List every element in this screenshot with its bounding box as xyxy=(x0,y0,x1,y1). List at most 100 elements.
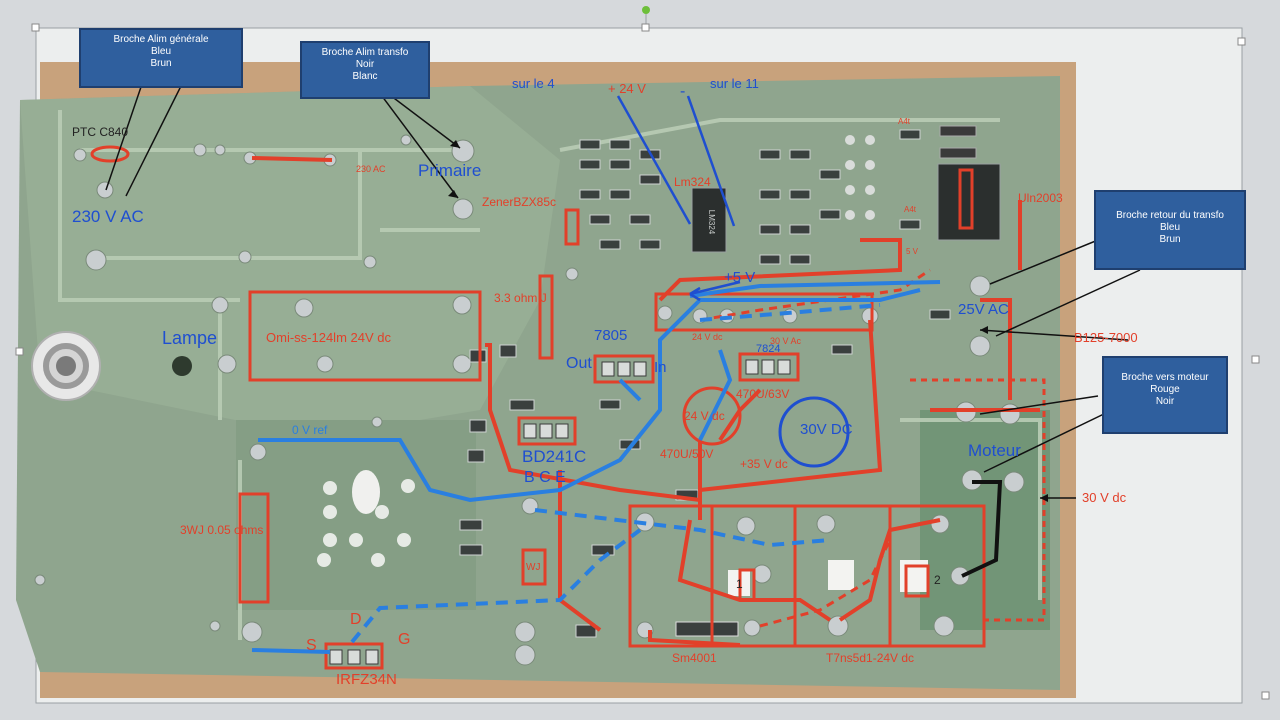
label-24vdc: 24 V dc xyxy=(684,409,725,423)
label-zener: ZenerBZX85c xyxy=(482,195,556,209)
callout-vers-moteur-title: Broche vers moteur xyxy=(1121,372,1209,383)
label-sur4: sur le 4 xyxy=(512,76,555,91)
label-24vdc-small: 24 V dc xyxy=(692,332,723,342)
blue-dashed-trace-2 xyxy=(350,528,642,644)
uln-outline xyxy=(958,168,974,230)
label-s: S xyxy=(306,637,317,654)
callout-alim-generale-line2: Brun xyxy=(150,58,172,69)
label-30vdc-right: 30 V dc xyxy=(1082,490,1127,505)
label-plus24: + 24 V xyxy=(608,81,646,96)
omi-relay-outline xyxy=(248,290,482,382)
bridge-outline xyxy=(654,292,874,332)
label-30vac-small: 30 V Ac xyxy=(770,336,802,346)
label-lampe: Lampe xyxy=(162,328,217,348)
callout-retour-transfo-line2: Brun xyxy=(1159,234,1181,245)
label-moteur: Moteur xyxy=(968,441,1021,460)
callout-alim-generale-line1: Bleu xyxy=(150,46,171,57)
relay-block-mid xyxy=(828,560,854,590)
label-out: Out xyxy=(566,355,592,372)
dip-header-pins xyxy=(845,135,875,220)
motor-black-link xyxy=(961,480,1003,578)
relay-area-outline xyxy=(628,504,986,648)
resistor-wj-outline xyxy=(521,548,547,586)
red-annotations xyxy=(90,145,986,670)
label-d: D xyxy=(350,611,362,628)
label-wj: WJ xyxy=(526,562,540,573)
board-hole xyxy=(172,356,192,376)
label-minus: - xyxy=(680,83,685,100)
resistor-33-outline xyxy=(538,274,554,360)
label-ohm33: 3.3 ohm J xyxy=(494,291,547,305)
r7824-outline xyxy=(738,352,800,382)
plus5-arrow xyxy=(689,280,741,302)
callout-retour-transfo-title: Broche retour du transfo xyxy=(1116,210,1224,221)
label-plus35: +35 V dc xyxy=(740,457,788,471)
selection-handles[interactable] xyxy=(15,23,1270,700)
label-a4t-1: A4t xyxy=(898,117,911,126)
label-sur11: sur le 11 xyxy=(710,76,759,91)
callout-leaders xyxy=(105,79,1141,499)
rotate-handle[interactable] xyxy=(642,6,650,14)
label-230ac-small: 230 AC xyxy=(356,164,386,174)
transistor-pins xyxy=(329,359,791,665)
label-ptc: PTC C840 xyxy=(72,125,128,139)
label-30vdc: 30V DC xyxy=(800,421,853,438)
label-relay-1: 1 xyxy=(736,577,743,591)
mounting-hole-inner xyxy=(56,356,76,376)
solder-pads xyxy=(34,134,1025,666)
label-sm4001: Sm4001 xyxy=(672,651,717,665)
callout-arrowheads xyxy=(448,140,1048,502)
callout-alim-transfo-line1: Noir xyxy=(355,59,375,70)
label-3wj: 3WJ 0.05 ohms xyxy=(180,523,263,537)
callout-alim-transfo: Broche Alim transfo Noir Blanc xyxy=(300,41,430,99)
label-uln2003: Uln2003 xyxy=(1018,191,1063,205)
lm324-lead-plus xyxy=(616,95,692,225)
label-primaire: Primaire xyxy=(418,161,481,180)
bd241-outline xyxy=(517,416,577,446)
callout-vers-moteur-line2: Noir xyxy=(1155,396,1175,407)
label-7805: 7805 xyxy=(594,327,627,344)
label-g: G xyxy=(398,631,410,648)
callout-alim-transfo-line2: Blanc xyxy=(352,71,378,82)
label-omi: Omi-ss-124lm 24V dc xyxy=(266,330,391,345)
pcb-lower-left-region xyxy=(236,420,476,610)
callout-vers-moteur: Broche vers moteur Rouge Noir xyxy=(1102,356,1228,434)
cap-470u50-outline xyxy=(682,386,742,446)
red-dashed-relay xyxy=(759,539,892,628)
pcb-traces xyxy=(58,110,1042,640)
label-irf: IRFZ34N xyxy=(336,671,397,688)
lm324-ic-marking: LM324 xyxy=(707,210,716,235)
callout-alim-transfo-title: Broche Alim transfo xyxy=(321,47,409,58)
label-7824: 7824 xyxy=(756,343,780,355)
blue-dashed-trace-3 xyxy=(699,303,881,322)
resistor-3wj-outline xyxy=(238,492,270,604)
cap-30vdc-outline xyxy=(778,396,850,468)
pcb-board-shade xyxy=(20,86,560,420)
label-bd241c: BD241C xyxy=(522,447,586,466)
lm324-lead-minus xyxy=(686,95,736,227)
pad-cluster xyxy=(317,470,415,567)
lm324-ic xyxy=(691,187,727,253)
label-470u50: 470U/50V xyxy=(660,447,713,461)
label-0vref: 0 V ref xyxy=(292,423,328,437)
zener-outline xyxy=(564,208,580,246)
label-a4t-2: A4t xyxy=(904,205,917,214)
label-t7ns: T7ns5d1-24V dc xyxy=(826,651,914,665)
label-230vac: 230 V AC xyxy=(72,207,144,226)
blue-traces xyxy=(251,280,941,654)
label-plus5-small: 5 V xyxy=(906,247,919,256)
label-470u63: 470U/63V xyxy=(736,387,789,401)
label-lm324: Lm324 xyxy=(674,175,711,189)
ptc-outline xyxy=(90,145,130,163)
diode-top-1 xyxy=(939,125,977,137)
sm4001-diode xyxy=(675,621,739,637)
label-plus5: +5 V xyxy=(724,269,755,286)
diode-top-2 xyxy=(939,147,977,159)
callout-vers-moteur-line1: Rouge xyxy=(1150,384,1180,395)
label-25vac: 25V AC xyxy=(958,301,1009,318)
blue-dashed-trace-1 xyxy=(534,508,831,548)
label-relay-2: 2 xyxy=(934,573,941,587)
irf-outline xyxy=(324,642,384,670)
label-bce: B C E xyxy=(524,469,566,486)
